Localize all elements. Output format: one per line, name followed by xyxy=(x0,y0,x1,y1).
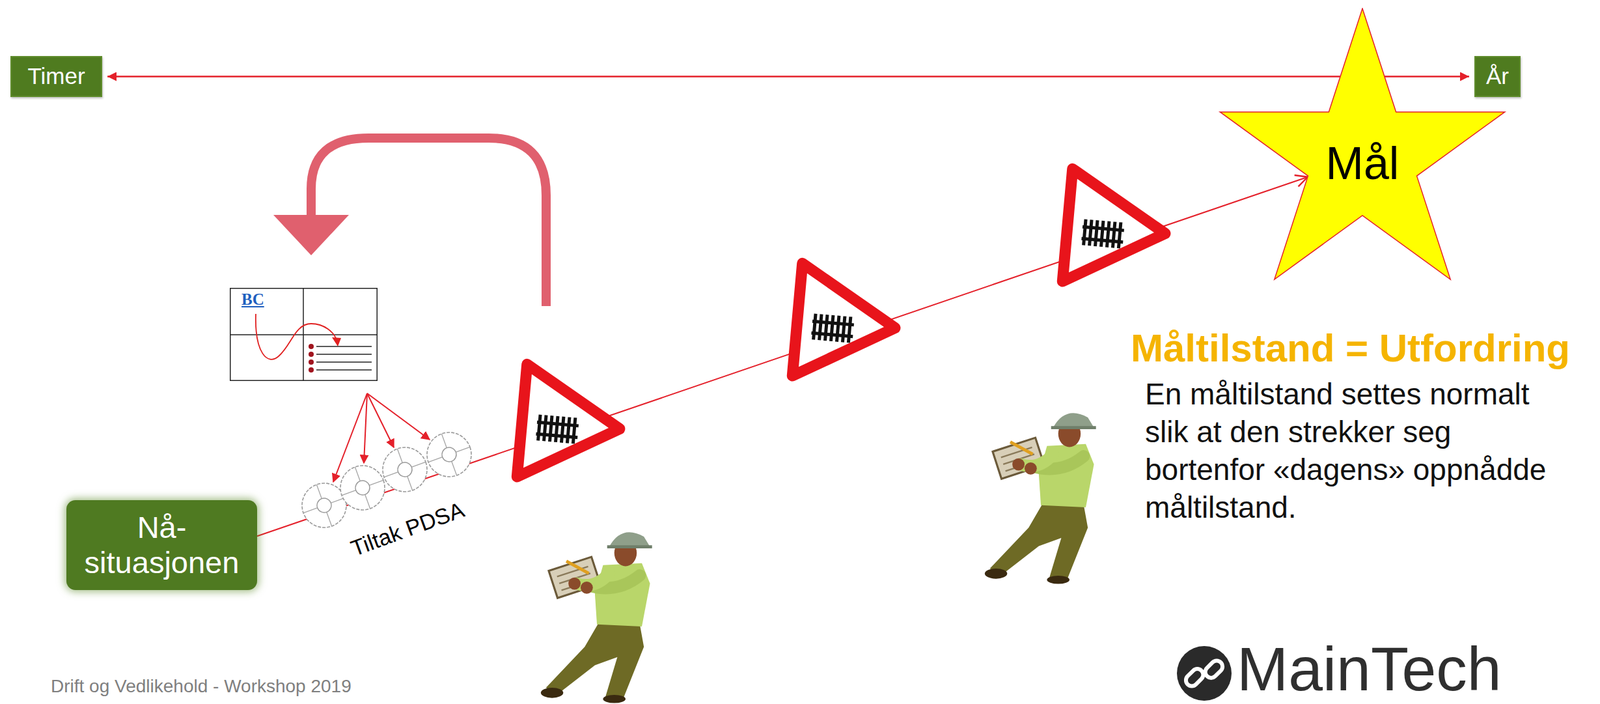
goal-star: Mål xyxy=(1209,7,1516,288)
trend-arrowhead xyxy=(331,337,342,347)
feedback-arrow xyxy=(311,137,547,306)
target-note: En måltilstand settes normalt slik at de… xyxy=(1144,374,1562,526)
pdsa-cycle xyxy=(420,425,478,483)
pdsa-cycle xyxy=(376,440,433,498)
footer-note: Drift og Vedlikehold - Workshop 2019 xyxy=(50,675,352,697)
logo-disc xyxy=(1176,645,1232,701)
node-text: Nå-situasjonen xyxy=(72,509,251,580)
pointer-arrow xyxy=(367,393,430,440)
warning-sign xyxy=(1021,145,1166,282)
worker-figure xyxy=(540,531,653,703)
bullet-dot xyxy=(308,359,314,365)
worker-figure xyxy=(984,412,1097,584)
node-text: Mål xyxy=(1209,136,1516,191)
bullet-dot xyxy=(308,343,314,349)
table-divider xyxy=(229,333,378,336)
logo-link xyxy=(1183,665,1206,689)
node-text: BC xyxy=(241,290,265,309)
logo-mark xyxy=(1176,645,1232,701)
feedback-arrowhead xyxy=(273,214,349,256)
bullet-line xyxy=(316,353,372,355)
bullet-line xyxy=(316,361,372,363)
pdsa-pointers xyxy=(333,393,430,482)
bullet-line xyxy=(316,369,372,371)
node-text: Timer xyxy=(27,63,85,90)
connector-arrow xyxy=(107,75,1470,78)
node-text: År xyxy=(1486,63,1509,90)
logo-link xyxy=(1202,658,1226,681)
pointer-arrow xyxy=(367,393,394,448)
bullet-line xyxy=(316,345,372,347)
scale-label-box: År xyxy=(1474,55,1521,97)
logo-text: MainTech xyxy=(1236,637,1502,700)
pointer-arrow xyxy=(333,393,368,482)
target-heading: Måltilstand = Utfordring xyxy=(1130,325,1571,371)
warning-sign xyxy=(751,239,896,376)
current-state-box: Nå-situasjonen xyxy=(66,499,258,590)
bullet-dot xyxy=(308,351,314,357)
pointer-arrow xyxy=(363,393,368,463)
trend-curve xyxy=(255,313,337,360)
bullet-dot xyxy=(308,367,314,373)
table-border xyxy=(230,288,378,381)
countermeasure-table: BC xyxy=(229,287,378,381)
scale-label-box: Timer xyxy=(10,55,103,97)
warning-sign xyxy=(475,340,620,477)
